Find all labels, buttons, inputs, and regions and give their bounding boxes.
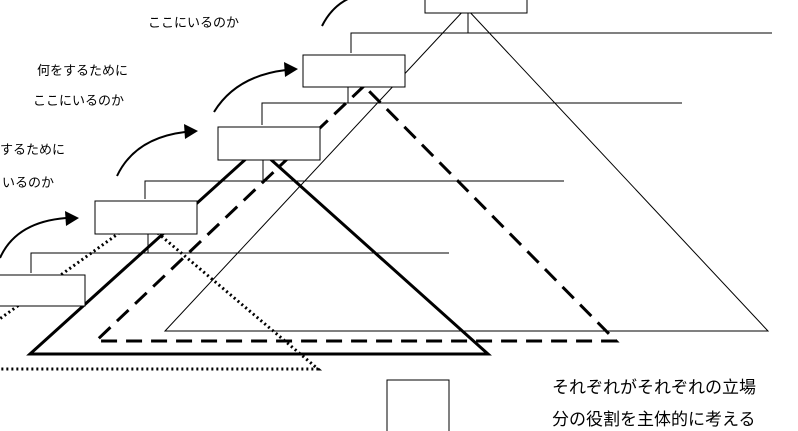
level-box-top [424,0,528,14]
caption-line2: 分の役割を主体的に考える [552,410,756,430]
outer-triangle [163,7,770,332]
level-box-3 [217,126,321,161]
level2-line2-label: いるのか [2,176,55,191]
bottom-box [386,379,450,431]
rule-3 [144,180,564,199]
level-box-1 [0,274,86,307]
curved-arrows [0,0,349,259]
level2-line1-label: するために [0,143,66,158]
arrow-head-level-2 [65,211,79,226]
level-box-4 [302,54,406,88]
caption-line1: それぞれがそれぞれの立場 [552,378,756,398]
dashed-triangle [92,83,620,343]
level4-line2-label: ここにいるのか [148,16,240,31]
connector-lines [30,13,772,273]
rule-top [350,32,772,53]
level3-line1-label: 何をするために [37,64,129,79]
arrow-head-level-3 [184,124,198,139]
arrow-to-top [321,0,349,27]
arrow-to-level-4 [213,69,287,113]
arrow-head-level-4 [284,62,298,77]
level-box-2 [94,200,198,235]
solid-triangle [26,145,492,356]
rule-2 [30,252,449,273]
rule-4 [261,102,682,125]
arrow-heads [65,62,298,226]
level3-line2-label: ここにいるのか [33,94,125,109]
arrow-to-level-3 [116,131,186,177]
arrow-to-level-2 [0,217,67,259]
